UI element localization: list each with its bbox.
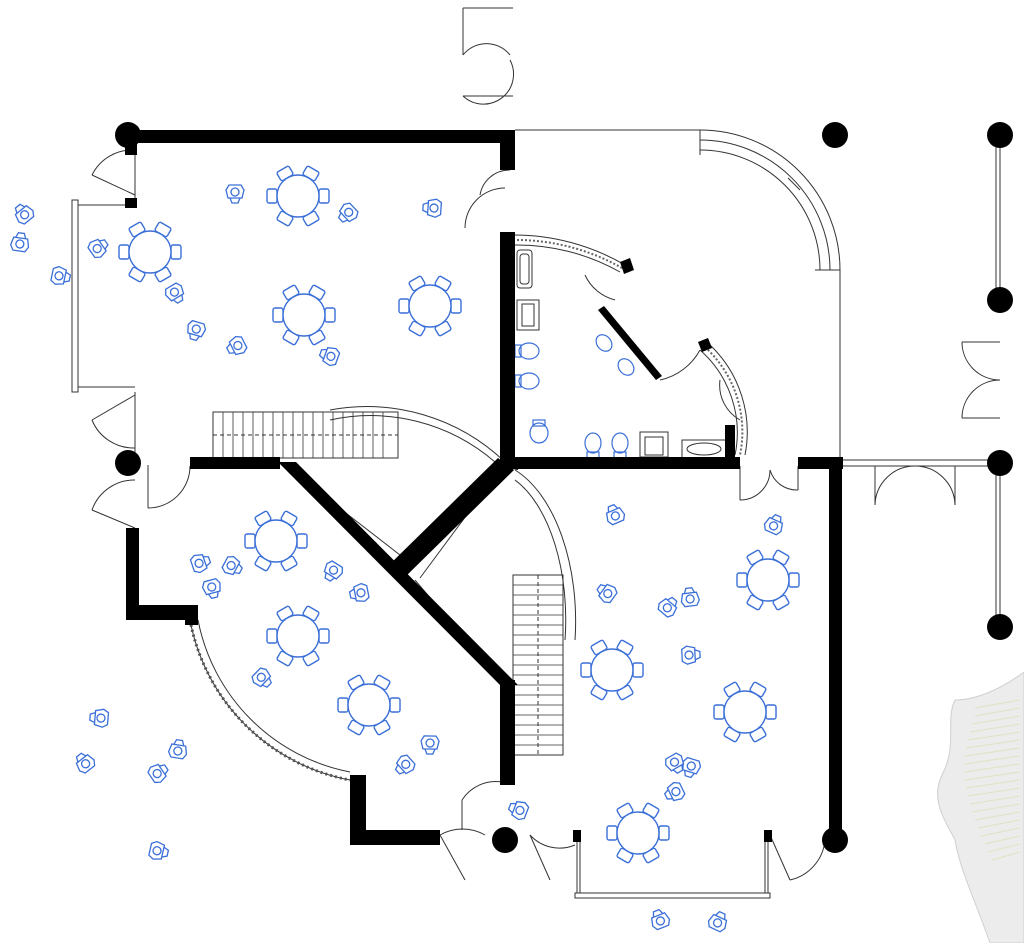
person-icon [394,754,416,775]
person-icon [681,645,701,665]
toilet-icon [514,334,635,459]
person-icon [148,840,170,860]
person-icon [420,735,440,755]
person-icon [763,513,784,536]
dining-table-icon [272,284,336,346]
people-figures [9,184,784,933]
person-icon [89,708,110,728]
person-icon [657,596,678,618]
person-icon [323,560,343,582]
person-icon [50,265,72,285]
dining-table-icon [713,681,777,743]
dining-table-icon [606,802,670,864]
person-icon [682,756,702,779]
person-icon [14,203,35,225]
person-icon [707,910,728,933]
dining-table-icon [398,275,462,337]
column-icon [115,122,1013,853]
person-icon [187,319,207,342]
person-icon [251,667,273,688]
dining-table-icon [266,605,330,667]
person-icon [663,781,686,802]
dining-table-icon [118,221,182,283]
person-icon [422,198,443,218]
person-icon [318,347,341,367]
person-icon [348,582,370,602]
landscape-area [937,671,1024,943]
dining-table-icon [337,674,401,736]
dining-tables [118,165,800,864]
dining-table-icon [580,639,644,701]
person-icon [650,908,671,931]
person-icon [605,503,626,526]
person-icon [201,577,221,600]
person-icon [87,238,109,259]
person-icon [9,231,30,253]
person-icon [337,202,359,223]
person-icon [225,184,245,204]
person-icon [680,587,701,608]
person-icon [596,583,618,604]
dining-table-icon [266,165,330,227]
person-icon [189,554,212,574]
person-icon [665,752,685,774]
person-icon [75,752,96,774]
person-icon [507,800,530,821]
person-icon [167,738,188,760]
dining-table-icon [736,549,800,611]
person-icon [165,282,185,304]
dining-table-icon [244,510,308,572]
person-icon [147,763,169,784]
person-icon [225,335,248,356]
person-icon [221,555,244,576]
walls [125,130,843,845]
